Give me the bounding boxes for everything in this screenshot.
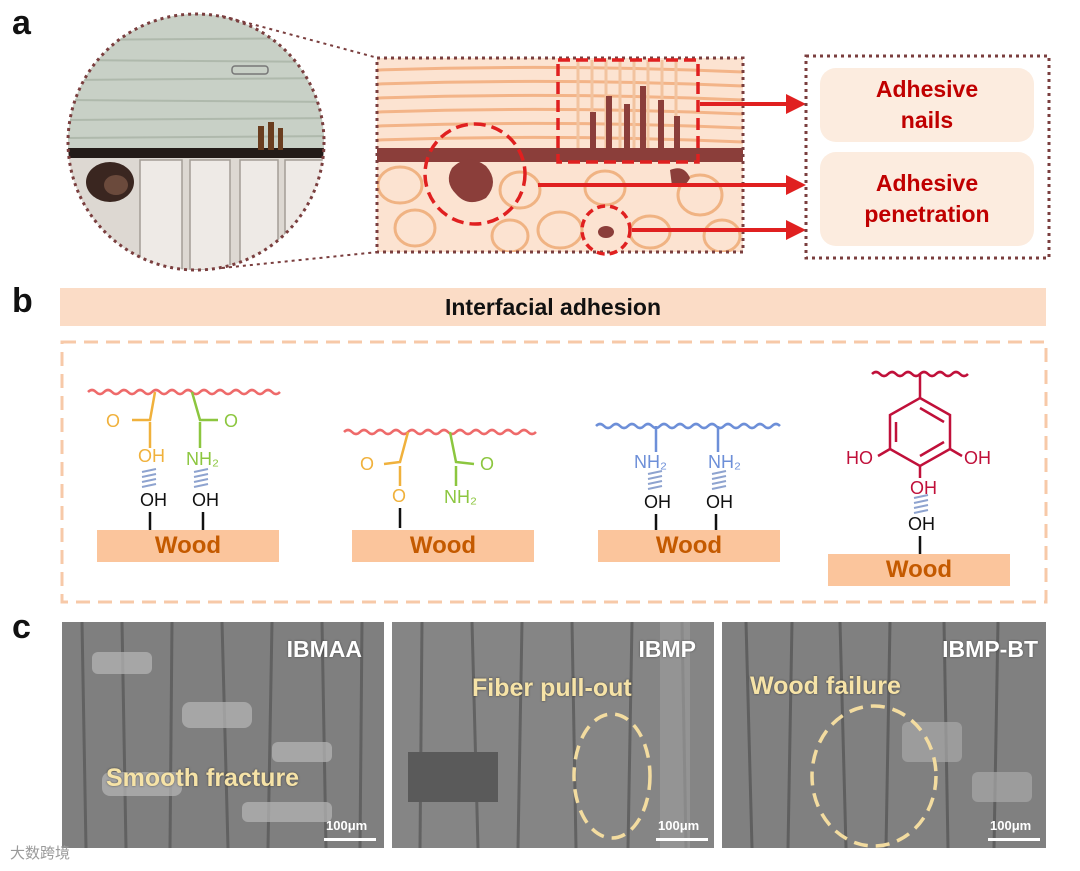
panel-a-diagram (66, 12, 1051, 272)
micrograph-circle (68, 14, 324, 270)
label-o: O (360, 454, 375, 474)
label-oh: OH (192, 490, 219, 510)
wood-schematic (377, 58, 743, 252)
label-nh2: NH₂ (634, 452, 667, 472)
wood-block-3: Wood (598, 530, 780, 562)
label-nh2: NH₂ (186, 449, 219, 469)
fiber-note: Fiber pull-out (472, 674, 632, 702)
wood-block-4: Wood (828, 554, 1010, 586)
scale-label: 100μm (326, 818, 368, 833)
label-oh: OH (140, 490, 167, 510)
label-oh: OH (706, 492, 733, 512)
panel-b-diagram (60, 340, 1048, 604)
label-oh: OH (910, 478, 937, 498)
panel-letter-c: c (12, 608, 31, 646)
label-nh2: NH₂ (444, 487, 477, 507)
sem-image-ibmaa: IBMAA Smooth fracture 100μm (62, 622, 384, 848)
label-o: O (224, 411, 239, 431)
label-ho: HO (846, 448, 873, 468)
label-o: O (106, 411, 121, 431)
sample-label: IBMP (638, 636, 697, 662)
sem-image-ibmp-bt: IBMP-BT Wood failure 100μm (722, 622, 1046, 848)
panel-letter-b: b (12, 282, 33, 320)
label-o: O (392, 486, 407, 506)
scale-label: 100μm (658, 818, 700, 833)
scale-bar (324, 838, 376, 841)
scale-label: 100μm (990, 818, 1032, 833)
watermark: 大数跨境 (10, 845, 71, 862)
label-nh2: NH₂ (708, 452, 741, 472)
label-oh: OH (644, 492, 671, 512)
wood-block-1: Wood (97, 530, 279, 562)
sem-image-ibmp: IBMP Fiber pull-out 100μm (392, 622, 714, 848)
sample-label: IBMP-BT (942, 636, 1038, 662)
scale-bar (988, 838, 1040, 841)
wood-block-2: Wood (352, 530, 534, 562)
label-oh: OH (138, 446, 165, 466)
label-oh: OH (964, 448, 991, 468)
label-oh: OH (908, 514, 935, 534)
fracture-note: Smooth fracture (106, 764, 300, 792)
wood-failure-note: Wood failure (750, 672, 901, 700)
scale-bar (656, 838, 708, 841)
interfacial-adhesion-title: Interfacial adhesion (60, 288, 1046, 326)
label-o: O (480, 454, 495, 474)
sample-label: IBMAA (286, 636, 362, 662)
panel-letter-a: a (12, 4, 31, 42)
